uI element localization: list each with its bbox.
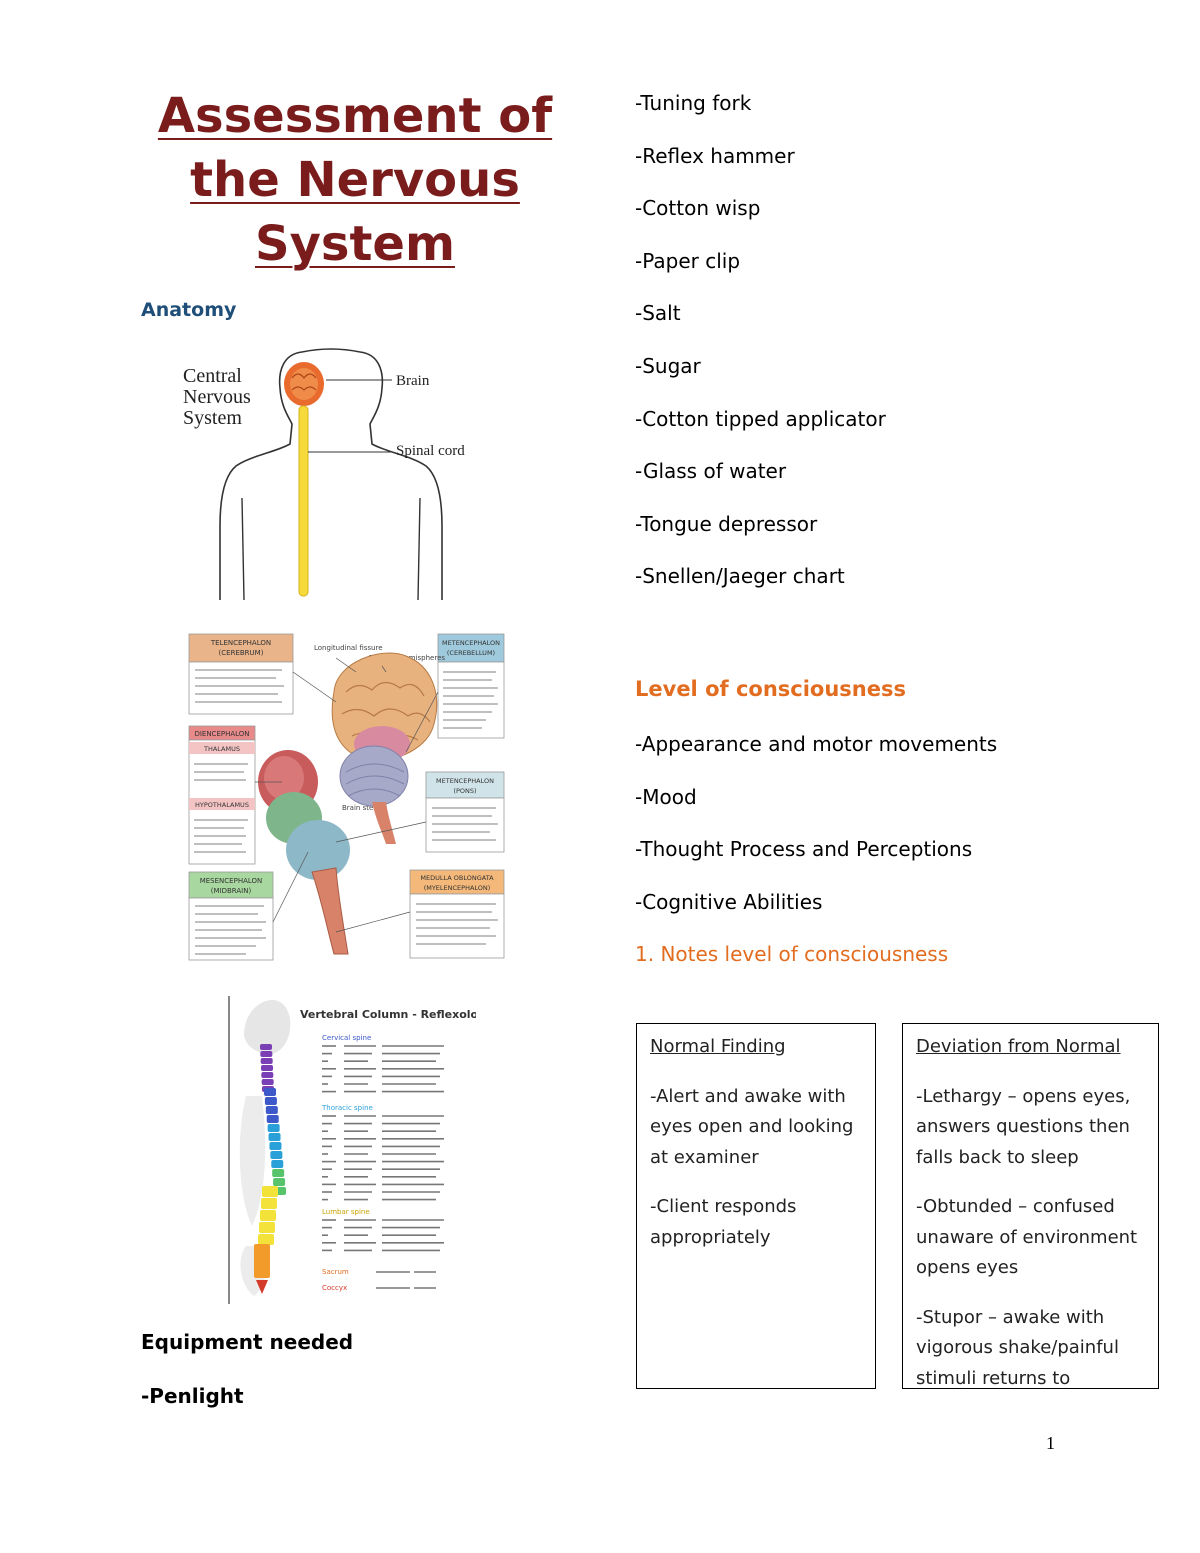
diencephalon-title: DIENCEPHALON xyxy=(194,730,249,738)
page-number: 1 xyxy=(1046,1433,1055,1453)
page-title: Assessment of the Nervous System xyxy=(140,84,570,276)
equipment-item: -Salt xyxy=(635,301,681,326)
cns-label-2: Nervous xyxy=(183,386,251,408)
vertebra xyxy=(262,1186,278,1197)
vertebra xyxy=(261,1079,274,1085)
equipment-item: -Paper clip xyxy=(635,248,741,273)
vertebra xyxy=(270,1151,283,1159)
metencephalon-pons-title: METENCEPHALON xyxy=(436,777,494,785)
notes-heading: 1. Notes level of consciousness xyxy=(635,942,949,966)
mesencephalon-sub: (MIDBRAIN) xyxy=(211,887,252,895)
reflexology-rows xyxy=(322,1045,444,1289)
vertebra xyxy=(272,1169,285,1177)
vertebra xyxy=(273,1178,286,1186)
consciousness-list: -Appearance and motor movements -Mood -T… xyxy=(635,731,997,941)
consciousness-item: -Thought Process and Perceptions xyxy=(635,837,973,862)
thalamus-label: THALAMUS xyxy=(203,745,240,753)
cns-label-3: System xyxy=(183,407,242,429)
spinal-cord-label: Spinal cord xyxy=(396,443,465,459)
equipment-item: -Tongue depressor xyxy=(635,511,818,536)
equipment-item-penlight: -Penlight xyxy=(141,1384,244,1408)
spine-figure: Vertebral Column - Reflexology Chart Cer… xyxy=(228,996,476,1304)
brain-label: Brain xyxy=(396,373,430,389)
medulla-title: MEDULLA OBLONGATA xyxy=(420,874,494,882)
normal-finding-box: Normal Finding -Alert and awake with eye… xyxy=(636,1023,876,1389)
title-line-3: System xyxy=(255,216,455,272)
anatomy-heading: Anatomy xyxy=(141,299,237,321)
spinal-cord-shape xyxy=(298,405,309,597)
telencephalon-sub: (CEREBRUM) xyxy=(219,649,264,657)
vertebra xyxy=(265,1106,278,1114)
vertebra xyxy=(266,1115,279,1123)
deviation-text: -Stupor – awake with vigorous shake/pain… xyxy=(916,1306,1119,1389)
lumbar-label: Lumbar spine xyxy=(322,1208,370,1216)
normal-finding-text: -Client responds appropriately xyxy=(650,1196,797,1248)
vertebra xyxy=(267,1124,280,1132)
hypothalamus-label: HYPOTHALAMUS xyxy=(195,801,249,809)
equipment-list: -Tuning fork -Reflex hammer -Cotton wisp… xyxy=(635,90,886,616)
brain-stem-label: Brain stem xyxy=(342,804,380,812)
metencephalon-cb-title: METENCEPHALON xyxy=(442,639,500,647)
deviation-heading: Deviation from Normal xyxy=(916,1036,1121,1057)
vertebra xyxy=(261,1198,277,1209)
body-outline xyxy=(219,351,443,600)
vertebra xyxy=(258,1234,274,1245)
normal-finding-heading: Normal Finding xyxy=(650,1036,786,1057)
coccyx-label: Coccyx xyxy=(322,1284,347,1292)
deviation-text: -Obtunded – confused unaware of environm… xyxy=(916,1196,1138,1278)
vertebra xyxy=(261,1065,273,1071)
vertebra xyxy=(254,1244,270,1278)
vertebra xyxy=(260,1058,273,1064)
vertebra xyxy=(260,1210,276,1221)
vertebra xyxy=(260,1051,273,1057)
cns-figure: Central Nervous System Brain Spinal cord xyxy=(183,348,465,600)
brain-regions-figure: TELENCEPHALON (CEREBRUM) DIENCEPHALON TH… xyxy=(188,633,505,961)
deviation-text: -Lethargy – opens eyes, answers question… xyxy=(916,1085,1131,1168)
cervical-label: Cervical spine xyxy=(322,1034,371,1042)
title-line-2: the Nervous xyxy=(190,152,520,208)
equipment-item: -Snellen/Jaeger chart xyxy=(635,564,845,589)
equipment-heading: Equipment needed xyxy=(141,1330,354,1354)
vertebrae-group xyxy=(254,1044,286,1294)
level-of-consciousness-heading: Level of consciousness xyxy=(635,677,906,701)
vertebra xyxy=(269,1142,282,1150)
consciousness-item: -Mood xyxy=(635,784,697,809)
vertebra xyxy=(268,1133,281,1141)
title-line-1: Assessment of xyxy=(157,88,553,144)
consciousness-item: -Appearance and motor movements xyxy=(635,732,998,756)
vertebra xyxy=(264,1088,276,1096)
consciousness-item: -Cognitive Abilities xyxy=(635,889,823,914)
cns-label-1: Central xyxy=(183,365,242,387)
medulla-sub: (MYELENCEPHALON) xyxy=(424,884,491,892)
metencephalon-cb-sub: (CEREBELLUM) xyxy=(447,649,495,657)
mesencephalon-title: MESENCEPHALON xyxy=(200,877,263,885)
equipment-item: -Tuning fork xyxy=(635,91,752,115)
vertebra xyxy=(259,1222,275,1233)
equipment-item: -Reflex hammer xyxy=(635,143,795,168)
vertebra xyxy=(260,1044,272,1050)
vertebra xyxy=(261,1072,274,1078)
deviation-box: Deviation from Normal -Lethargy – opens … xyxy=(902,1023,1159,1389)
brain-illustration xyxy=(258,652,438,955)
thoracic-label: Thoracic spine xyxy=(321,1104,373,1112)
coccyx-shape xyxy=(256,1280,268,1294)
vertebra xyxy=(271,1160,284,1168)
equipment-item: -Sugar xyxy=(635,353,701,378)
equipment-item: -Glass of water xyxy=(635,459,787,484)
longitudinal-fissure-label: Longitudinal fissure xyxy=(314,644,383,652)
vertebra xyxy=(264,1097,277,1105)
spine-chart-title: Vertebral Column - Reflexology Chart xyxy=(300,1008,476,1021)
normal-finding-text: -Alert and awake with eyes open and look… xyxy=(650,1085,854,1168)
telencephalon-title: TELENCEPHALON xyxy=(210,639,271,647)
equipment-item: -Cotton wisp xyxy=(635,196,761,221)
sacrum-label: Sacrum xyxy=(322,1268,349,1276)
metencephalon-pons-sub: (PONS) xyxy=(453,787,476,795)
equipment-item: -Cotton tipped applicator xyxy=(635,406,886,431)
